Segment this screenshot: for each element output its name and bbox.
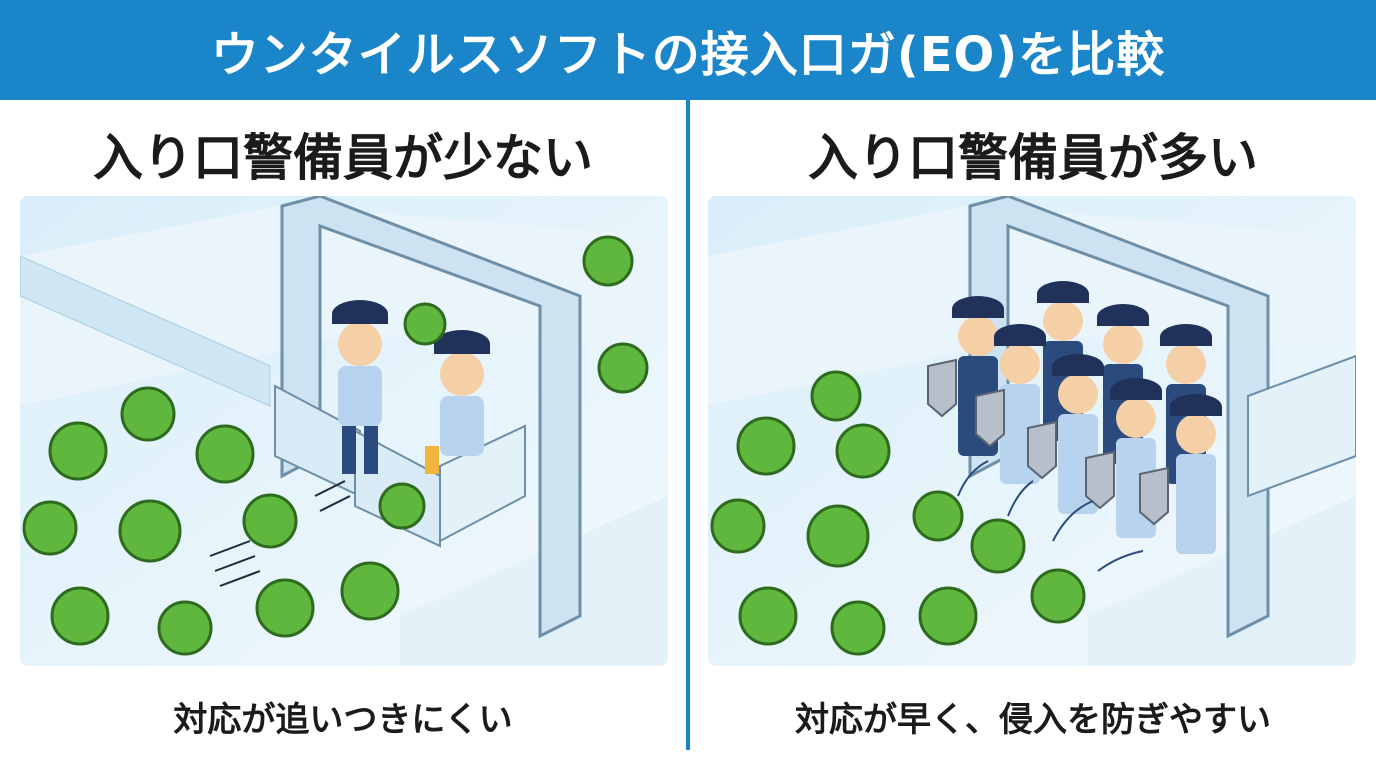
panel-caption: 対応が追いつきにくい [173,700,513,740]
panel-few-guards: 入り口警備員が少ない [0,100,686,768]
panel-divider [686,100,690,750]
shield-icon [927,358,1169,526]
gate-icon [968,196,1356,639]
scene-illustration [708,196,1356,666]
page-title: ウンタイルスソフトの接入口ガ(ΕΟ)を比較 [210,27,1166,83]
guard-icon [434,330,490,456]
panel-caption: 対応が早く、侵入を防ぎやすい [795,700,1271,740]
scene-illustration [20,196,668,666]
header-banner: ウンタイルスソフトの接入口ガ(ΕΟ)を比較 [0,0,1376,100]
virus-icon [22,235,649,656]
virus-icon [710,370,1086,656]
panel-title: 入り口警備員が多い [808,129,1258,187]
guard-icon [332,300,388,474]
panel-many-guards: 入り口警備員が多い [690,100,1376,768]
panel-title: 入り口警備員が少ない [93,129,593,187]
